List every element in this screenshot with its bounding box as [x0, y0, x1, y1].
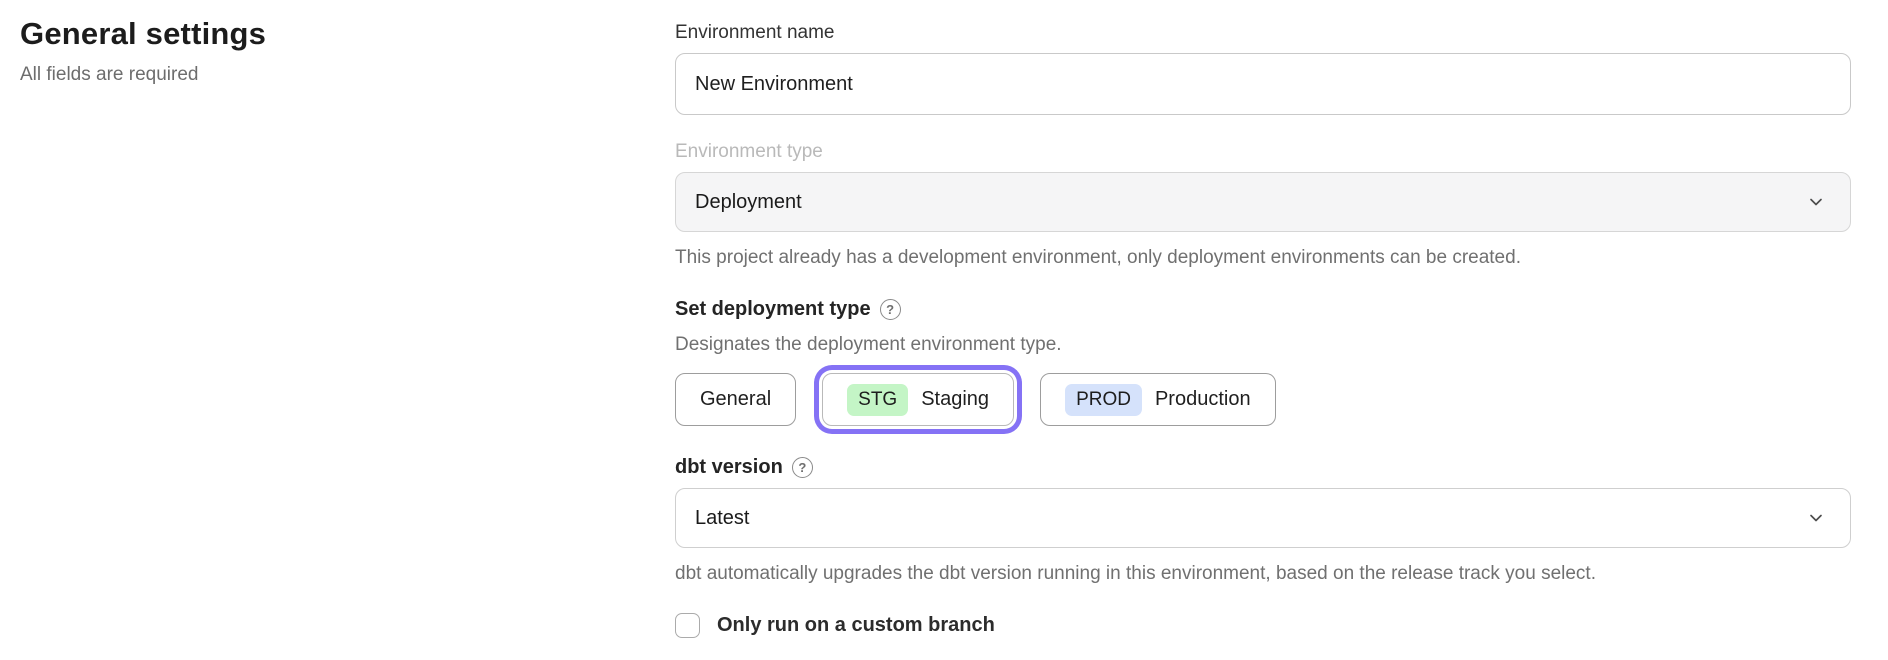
deployment-type-staging-button[interactable]: STG Staging	[822, 373, 1015, 426]
environment-type-label: Environment type	[675, 141, 823, 162]
custom-branch-checkbox[interactable]	[675, 613, 700, 638]
settings-intro: General settings All fields are required	[20, 16, 580, 86]
dbt-version-helper: dbt automatically upgrades the dbt versi…	[675, 563, 1596, 584]
dbt-version-title-row: dbt version ?	[675, 456, 1851, 479]
page-title: General settings	[20, 16, 267, 51]
dbt-version-label: dbt version	[675, 456, 783, 478]
environment-type-helper: This project already has a development e…	[675, 247, 1521, 268]
dbt-version-select[interactable]: Latest	[675, 488, 1851, 548]
stg-badge: STG	[847, 383, 909, 416]
environment-name-input[interactable]	[675, 53, 1851, 115]
deployment-type-general-label: General	[700, 388, 772, 410]
deployment-type-title-row: Set deployment type ?	[675, 298, 1851, 321]
deployment-type-staging-label: Staging	[921, 388, 990, 410]
page-subtitle: All fields are required	[20, 64, 199, 85]
environment-type-select: Deployment	[675, 172, 1851, 232]
deployment-type-production-label: Production	[1154, 388, 1251, 410]
environment-settings-form: Environment name Environment type Deploy…	[675, 16, 1851, 638]
custom-branch-label[interactable]: Only run on a custom branch	[717, 614, 995, 636]
environment-name-label: Environment name	[675, 22, 835, 43]
custom-branch-row: Only run on a custom branch	[675, 613, 1851, 638]
chevron-down-icon	[1806, 192, 1826, 212]
environment-type-value: Deployment	[695, 190, 802, 213]
deployment-type-general-button[interactable]: General	[675, 373, 797, 426]
deployment-type-options: General STG Staging PROD Production	[675, 373, 1851, 426]
deployment-type-production-button[interactable]: PROD Production	[1040, 373, 1276, 426]
question-circle-icon[interactable]: ?	[791, 457, 813, 478]
chevron-down-icon	[1806, 508, 1826, 528]
dbt-version-value: Latest	[695, 506, 750, 529]
prod-badge: PROD	[1065, 383, 1142, 416]
question-circle-icon[interactable]: ?	[879, 299, 901, 320]
deployment-type-title: Set deployment type	[675, 298, 871, 320]
deployment-type-description: Designates the deployment environment ty…	[675, 334, 1062, 355]
